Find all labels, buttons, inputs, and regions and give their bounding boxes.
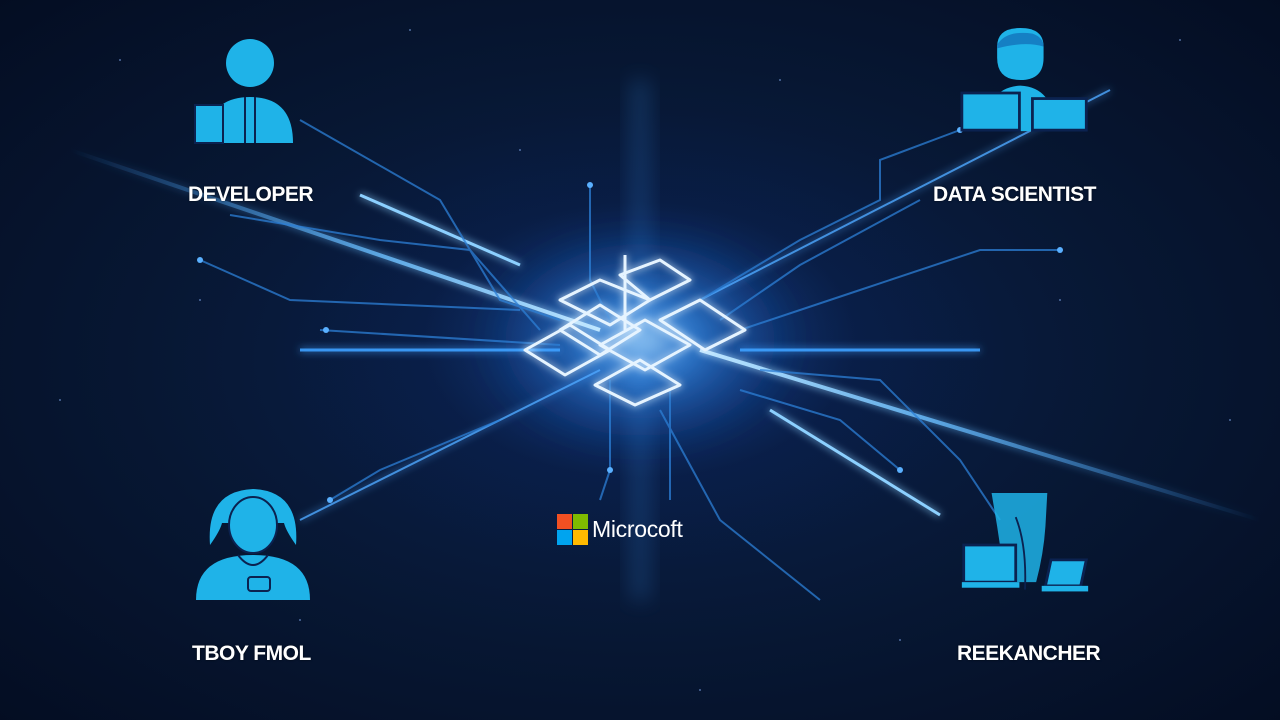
data-scientist-person-icon [960, 28, 1088, 132]
interlocked-network-icon [523, 255, 747, 407]
researcher-label: REEKANCHER [957, 642, 1101, 665]
star-field [59, 29, 1231, 691]
developer-person-icon [194, 39, 293, 144]
brand-logo-icon [557, 514, 588, 545]
logo-square-blue [557, 530, 572, 545]
woman-person-icon [196, 489, 310, 600]
logo-square-green [573, 514, 588, 529]
circuit-traces [199, 119, 1060, 601]
brand-lockup: Microcoft [557, 514, 683, 545]
brand-name: Microcoft [592, 516, 683, 542]
bottom-left-persona-label: TBOY FMOL [192, 642, 311, 665]
logo-square-red [557, 514, 572, 529]
developer-label: DEVELOPER [188, 183, 314, 206]
researcher-person-icon [961, 493, 1089, 592]
logo-square-yellow [573, 530, 588, 545]
data-scientist-label: DATA SCIENTIST [933, 183, 1096, 206]
